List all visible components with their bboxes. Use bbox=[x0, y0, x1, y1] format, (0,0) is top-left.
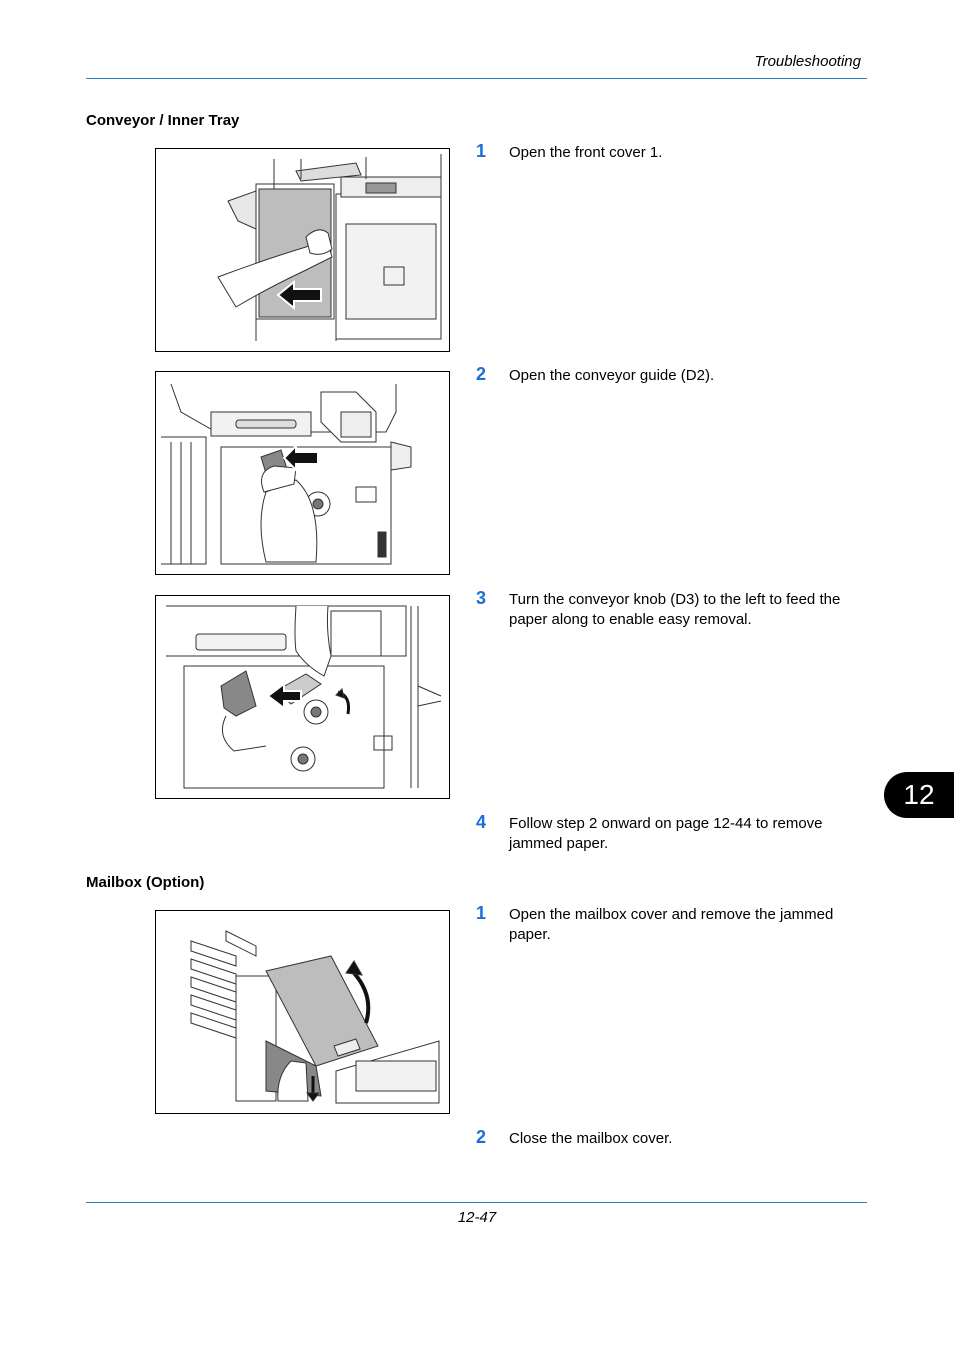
step-text: Turn the conveyor knob (D3) to the left … bbox=[509, 591, 841, 628]
illustration-open-conveyor-guide bbox=[155, 371, 450, 575]
illustration-open-mailbox-cover bbox=[155, 910, 450, 1114]
header-rule bbox=[86, 78, 867, 79]
step-number: 2 bbox=[476, 1127, 487, 1147]
section-title-mailbox: Mailbox (Option) bbox=[86, 874, 205, 891]
running-header: Troubleshooting bbox=[754, 53, 861, 70]
step-number: 3 bbox=[476, 588, 487, 608]
step-number: 2 bbox=[476, 364, 487, 384]
illustration-turn-conveyor-knob bbox=[155, 595, 450, 799]
illustration-open-front-cover bbox=[155, 148, 450, 352]
section-title-conveyor: Conveyor / Inner Tray bbox=[86, 112, 240, 129]
step-number: 4 bbox=[476, 812, 487, 832]
footer-rule bbox=[86, 1202, 867, 1203]
step-number: 1 bbox=[476, 141, 487, 161]
step-text: Open the front cover 1. bbox=[509, 144, 663, 161]
step-text: Open the conveyor guide (D2). bbox=[509, 367, 715, 384]
step-text: Open the mailbox cover and remove the ja… bbox=[509, 906, 834, 943]
step-text: Close the mailbox cover. bbox=[509, 1130, 673, 1147]
step-text: Follow step 2 onward on page 12-44 to re… bbox=[509, 815, 823, 852]
page-number: 12-47 bbox=[457, 1209, 497, 1226]
chapter-tab: 12 bbox=[884, 772, 954, 818]
step-number: 1 bbox=[476, 903, 487, 923]
